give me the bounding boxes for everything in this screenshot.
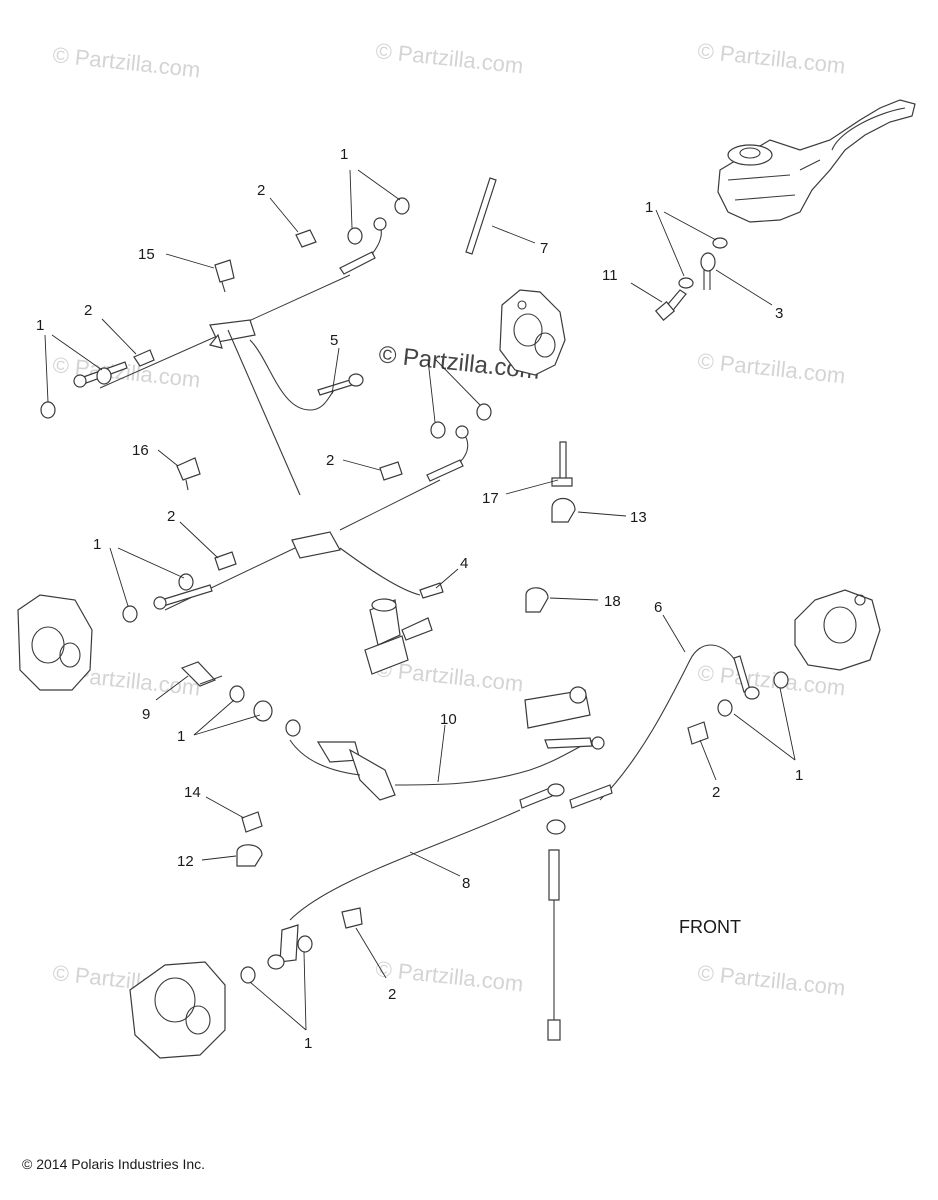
callout-17: 17 (482, 490, 499, 507)
brake-line-8 (240, 783, 565, 984)
washers-top (40, 197, 410, 419)
callout-7: 7 (540, 240, 548, 257)
callout-2: 2 (167, 508, 175, 525)
callout-1: 1 (340, 146, 348, 163)
callout-12: 12 (177, 853, 194, 870)
callout-2: 2 (84, 302, 92, 319)
rod-7 (465, 177, 497, 255)
watermark: © Partzilla.com (374, 38, 524, 78)
callout-1: 1 (177, 728, 185, 745)
watermark: © Partzilla.com (696, 38, 846, 78)
callout-1: 1 (36, 317, 44, 334)
watermark: © Partzilla.com (51, 352, 201, 392)
callout-1: 1 (795, 767, 803, 784)
callout-2: 2 (326, 452, 334, 469)
callout-2: 2 (388, 986, 396, 1003)
leader-lines (44, 169, 796, 1031)
master-cylinder-lever (717, 99, 916, 223)
front-direction-label: FRONT (679, 917, 741, 937)
callout-11: 11 (602, 267, 618, 284)
watermark: © Partzilla.com (374, 956, 524, 996)
callout-5: 5 (330, 332, 338, 349)
bolts-bottom (236, 811, 363, 929)
brake-line-6 (546, 644, 789, 835)
callout-2: 2 (712, 784, 720, 801)
vertical-hose (547, 849, 561, 1041)
copyright-notice: © 2014 Polaris Industries Inc. (22, 1156, 205, 1172)
clips-17-13-18 (525, 441, 576, 613)
middle-brake-line (122, 403, 492, 623)
callout-13: 13 (630, 509, 647, 526)
caliper-left-front (17, 594, 93, 691)
callout-9: 9 (142, 706, 150, 723)
callout-6: 6 (654, 599, 662, 616)
callout-2: 2 (257, 182, 265, 199)
watermark: © Partzilla.com (696, 960, 846, 1000)
callout-8: 8 (462, 875, 470, 892)
callout-3: 3 (775, 305, 783, 322)
bolt-11-assembly (654, 237, 728, 321)
bolt-15-clip-16 (176, 259, 235, 491)
callout-14: 14 (184, 784, 201, 801)
callout-1: 1 (304, 1035, 312, 1052)
callout-18: 18 (604, 593, 621, 610)
callout-4: 4 (460, 555, 468, 572)
bolt-9 (180, 661, 301, 737)
upper-brake-line (73, 217, 387, 496)
watermark: © Partzilla.com (51, 42, 201, 82)
callout-1: 1 (93, 536, 101, 553)
watermark: © Partzilla.com (696, 348, 846, 388)
proportioning-valve (364, 598, 433, 675)
callout-15: 15 (138, 246, 155, 263)
caliper-upper (499, 289, 566, 376)
rear-line-10 (289, 686, 605, 801)
caliper-rear (129, 961, 226, 1059)
callout-16: 16 (132, 442, 149, 459)
callout-1: 1 (645, 199, 653, 216)
caliper-right-front (794, 589, 881, 671)
callouts: 1 2 15 7 1 11 3 1 2 5 16 2 17 13 2 1 4 1… (36, 146, 803, 1052)
callout-10: 10 (440, 711, 457, 728)
